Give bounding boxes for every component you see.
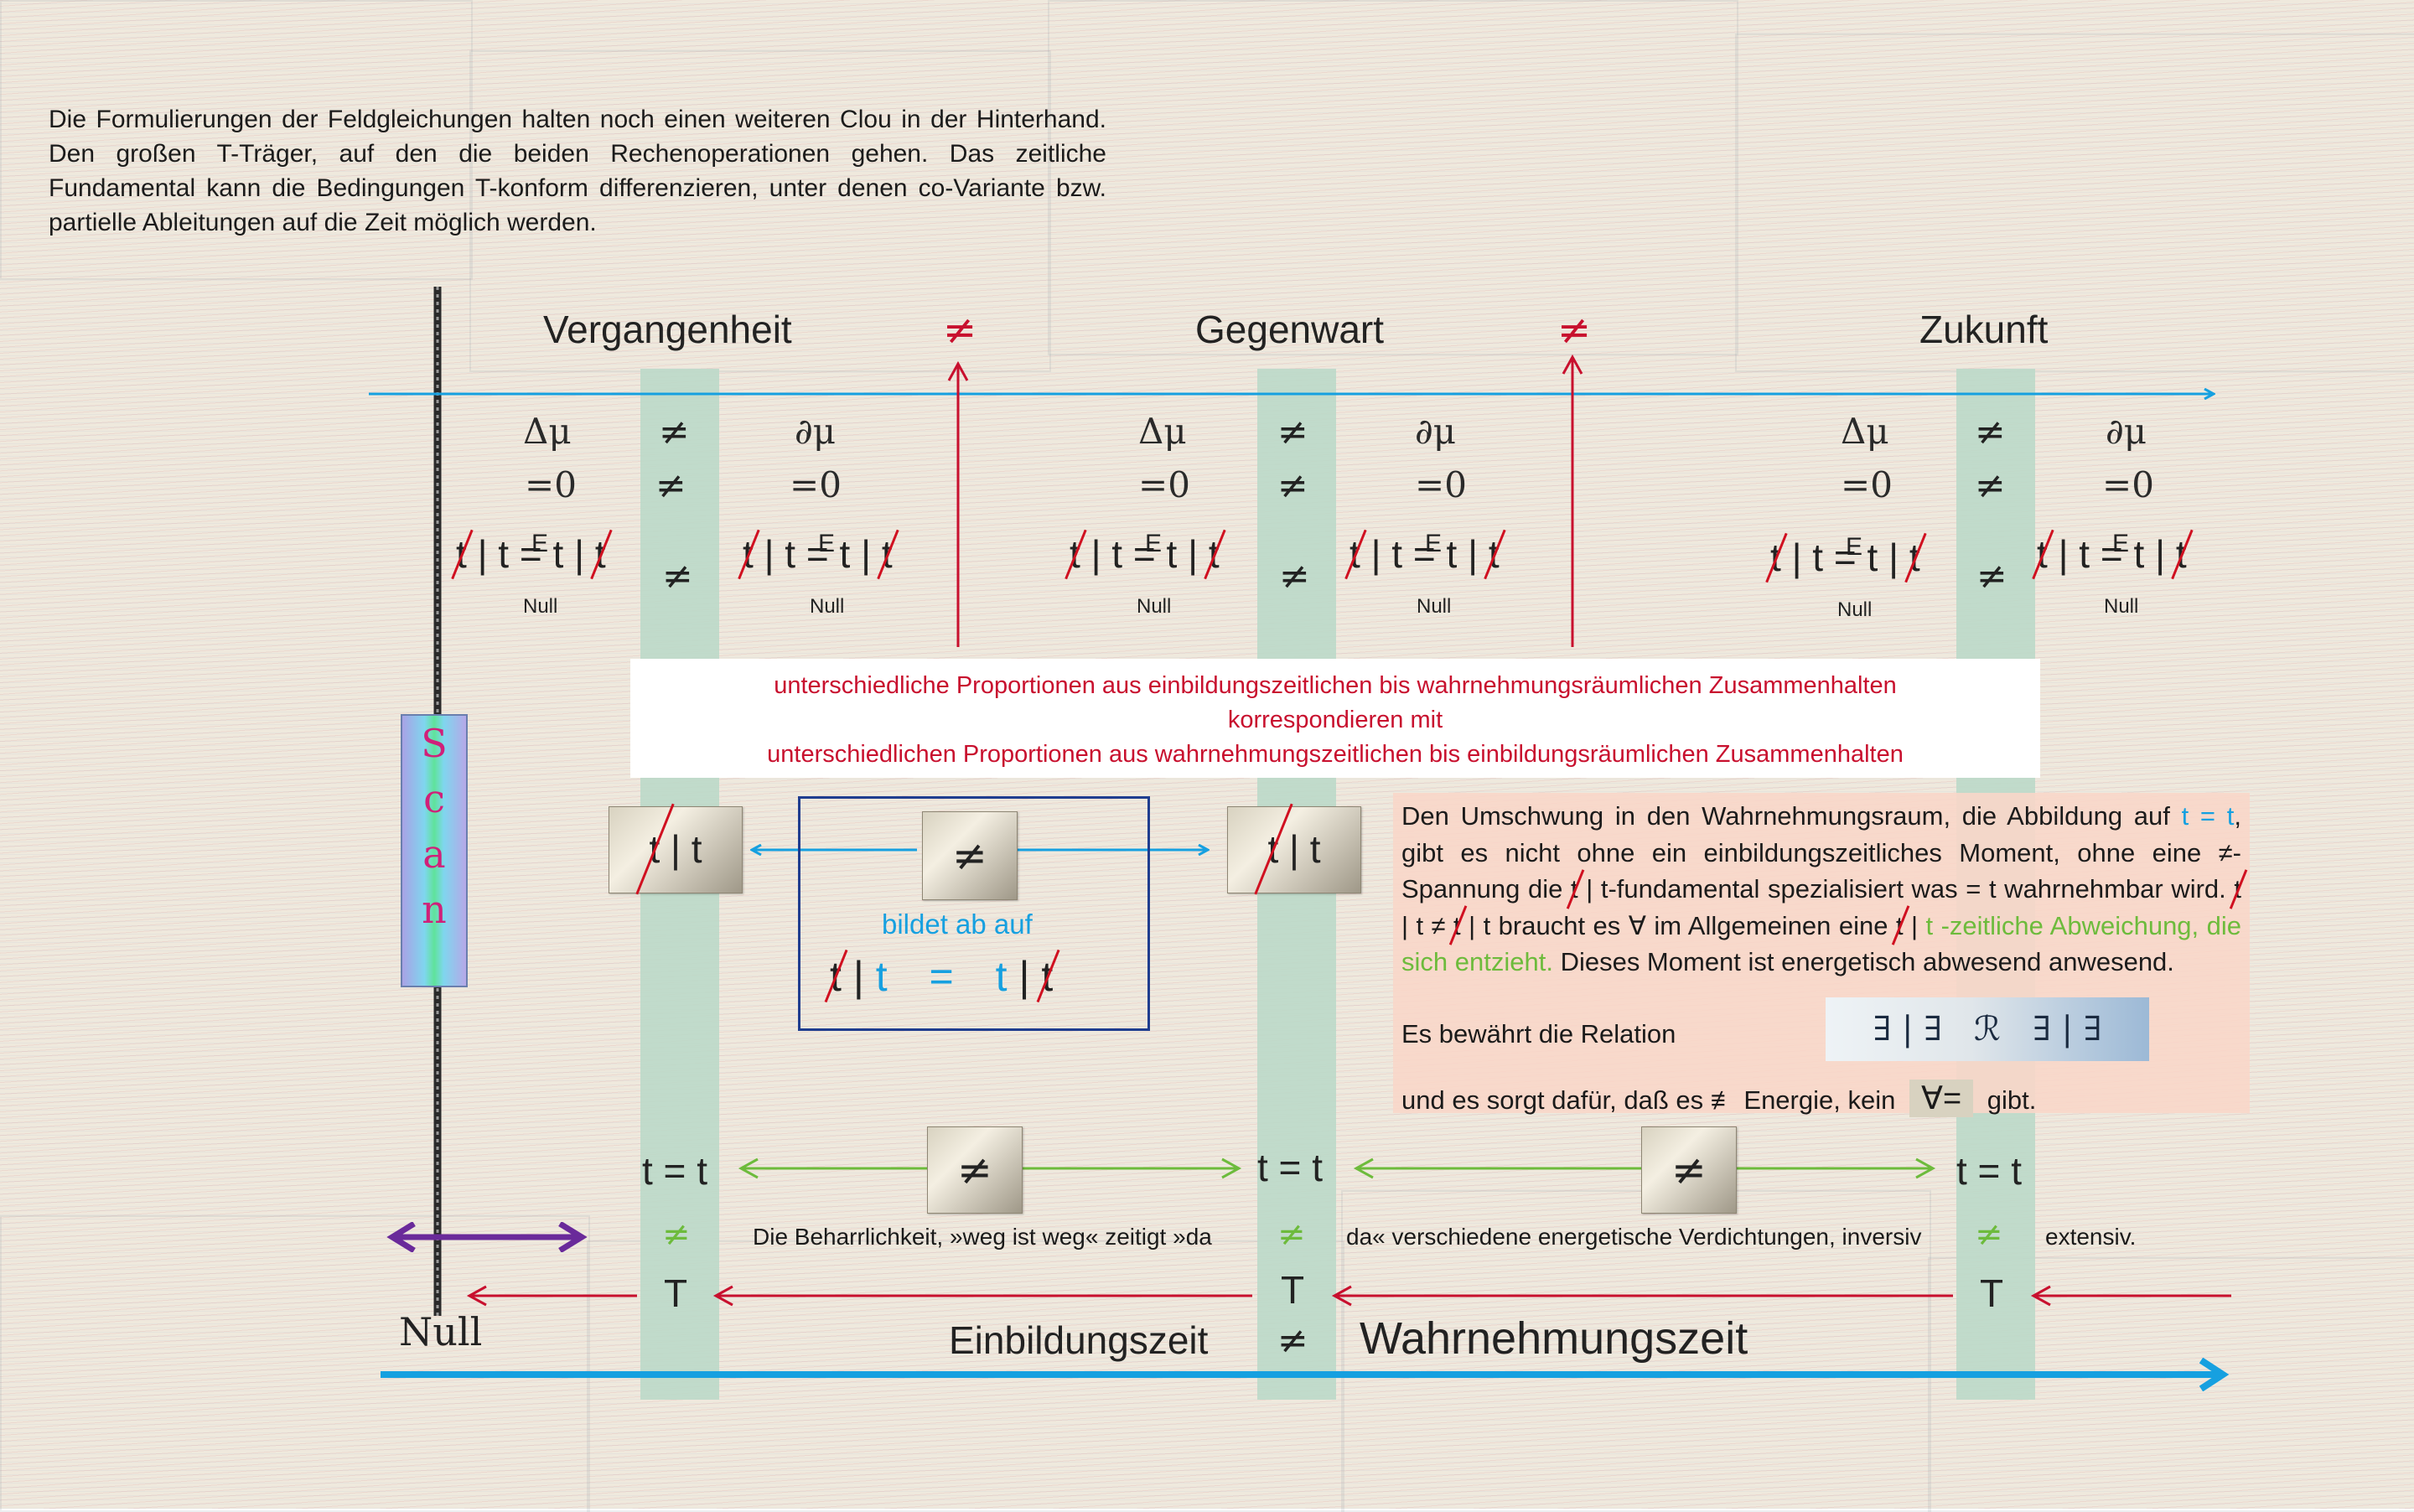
intro-paragraph: Die Formulierungen der Feldgleichungen h…: [49, 106, 1106, 236]
correspondence-box: unterschiedliche Proportionen aus einbil…: [630, 659, 2040, 778]
scan-letter: a: [422, 831, 446, 877]
persistence-text-c: extensiv.: [2045, 1224, 2137, 1250]
neq: ≠: [1277, 1319, 1308, 1362]
eq-zero: =0: [2102, 464, 2154, 505]
neq-green: ≠: [1975, 1215, 2003, 1254]
eq-zero: =0: [1415, 464, 1467, 505]
big-T: T: [1281, 1268, 1305, 1312]
bg-tile: [469, 50, 1051, 372]
wahrnehmungszeit-label: Wahrnehmungszeit: [1360, 1313, 1748, 1364]
t-bar-t-tile: t | t: [1227, 806, 1361, 893]
neq: ≠: [662, 555, 693, 598]
correspondence-line-3: unterschiedlichen Proportionen aus wahrn…: [767, 741, 1904, 768]
t-relation-group: t | t = t | t E Null: [1070, 530, 1220, 618]
heading-past: Vergangenheit: [543, 308, 792, 351]
neq-tile: ≠: [922, 811, 1018, 900]
heading-present: Gegenwart: [1195, 308, 1385, 351]
delta-mu: Δμ: [1841, 411, 1889, 452]
null-label: Null: [399, 1309, 483, 1354]
scan-letter: c: [423, 776, 445, 821]
relation-label: Es bewährt die Relation: [1401, 1019, 1676, 1049]
neq: ≠: [1975, 464, 2006, 507]
mapping-formula: t | t = t | t: [830, 953, 1054, 1000]
neq: ≠: [1975, 411, 2006, 453]
eq-zero: =0: [1841, 464, 1893, 505]
t-eq-t: t = t: [1257, 1146, 1323, 1189]
bg-tile: [1735, 34, 2414, 372]
partial-mu: ∂μ: [795, 411, 837, 452]
maps-to-caption: bildet ab auf: [882, 909, 1033, 940]
correspondence-line-1: unterschiedliche Proportionen aus einbil…: [774, 672, 1897, 699]
eq-zero: =0: [525, 464, 577, 505]
persistence-text-a: Die Beharrlichkeit, »weg ist weg« zeitig…: [753, 1224, 1212, 1250]
t-relation-group: t | t = t | t E Null: [743, 530, 893, 618]
einbildungszeit-label: Einbildungszeit: [949, 1318, 1209, 1362]
heading-future: Zukunft: [1919, 308, 2049, 351]
neq-green: ≠: [1277, 1215, 1306, 1254]
neq: ≠: [1277, 411, 1308, 453]
big-T: T: [664, 1271, 688, 1315]
relation-formula: ∃ | ∃ ℛ ∃ | ∃: [1826, 997, 2149, 1061]
scan-letter: S: [421, 721, 448, 766]
t-relation-group: t | t = t | t E Null: [456, 530, 606, 618]
neq: ≠: [1279, 555, 1310, 598]
neq-green: ≠: [662, 1215, 691, 1254]
eq-zero: =0: [1138, 464, 1190, 505]
t-eq-t: t = t: [1956, 1149, 2022, 1193]
delta-mu: Δμ: [1138, 411, 1187, 452]
neq-red-2: ≠: [1557, 307, 1592, 354]
neq-red-1: ≠: [943, 307, 977, 354]
big-T: T: [1980, 1271, 2004, 1315]
neq-tile: ≠: [927, 1126, 1023, 1214]
partial-mu: ∂μ: [1415, 411, 1457, 452]
t-relation-group: t | t = t | t E Null: [2037, 530, 2187, 618]
t-relation-group: t | t = t | t E Null: [1349, 530, 1500, 618]
neq: ≠: [655, 464, 686, 507]
t-bar-t-tile: t | t: [609, 806, 743, 893]
bg-tile: [0, 0, 473, 280]
scan-letter: n: [422, 887, 447, 932]
persistence-text-b: da« verschiedene energetische Verdichtun…: [1346, 1224, 1922, 1250]
mapping-box: [798, 796, 1150, 1031]
eq-zero: =0: [790, 464, 842, 505]
partial-mu: ∂μ: [2106, 411, 2147, 452]
explanation-text: Den Umschwung in den Wahrnehmungsraum, d…: [1401, 801, 2242, 976]
delta-mu: Δμ: [523, 411, 572, 452]
bg-tile: [1048, 0, 1738, 355]
correspondence-line-2: korrespondieren mit: [1227, 707, 1443, 733]
scan-bar: S c a n: [401, 714, 468, 987]
t-eq-t: t = t: [642, 1149, 707, 1193]
neq: ≠: [1976, 555, 2007, 598]
neq: ≠: [659, 411, 690, 453]
neq-tile: ≠: [1641, 1126, 1737, 1214]
neq: ≠: [1277, 464, 1308, 507]
t-relation-group: t | t = t | t E Null: [1770, 533, 1920, 621]
energy-sentence: und es sorgt dafür, daß es ≢ Energie, ke…: [1401, 1080, 2037, 1117]
